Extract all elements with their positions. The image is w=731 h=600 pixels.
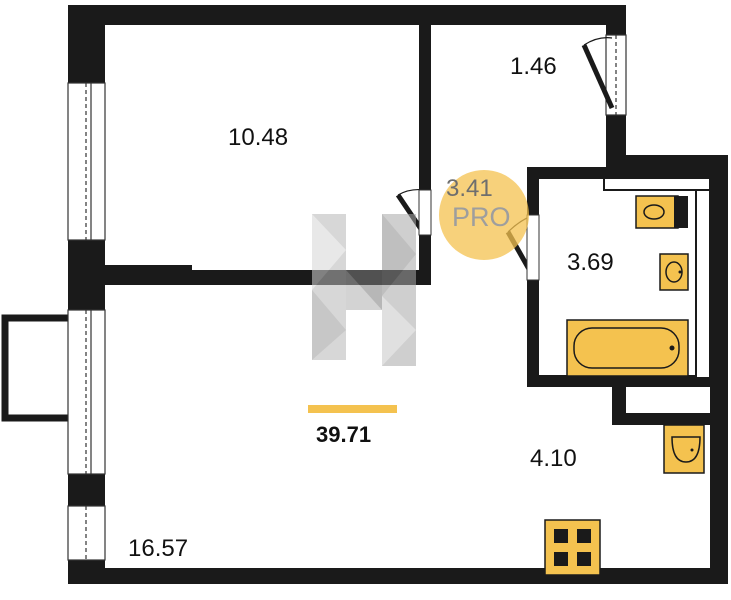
windows [67, 34, 627, 561]
wall-bath-top [527, 167, 717, 179]
window-living [67, 309, 106, 475]
balcony-outline [1, 314, 68, 422]
total-area: 39.71 [316, 422, 371, 447]
wall-right-step [606, 155, 728, 169]
wall-top [68, 5, 626, 25]
room-area-bedroom: 10.48 [228, 124, 288, 151]
room-area-bathroom: 3.69 [567, 249, 614, 276]
wall-bath-bottom [527, 375, 717, 387]
pro-badge-value: 3.41 [446, 175, 493, 202]
logo-watermark [312, 214, 416, 366]
door-closet [581, 37, 615, 110]
wall-bottom [68, 568, 728, 584]
wall-niche-bottom [612, 413, 728, 425]
room-area-hallway: 4.10 [530, 445, 577, 472]
stove-icon [544, 519, 601, 576]
wall-right-upper-bottom [606, 115, 626, 167]
wall-right-upper-top [606, 5, 626, 35]
room-area-living: 16.57 [128, 535, 188, 562]
shaft-strip-right [695, 189, 711, 379]
wall-bath-left-lower [527, 280, 539, 385]
window-bedroom [67, 82, 106, 241]
wall-left-lower [68, 474, 105, 506]
wall-partition-vertical [419, 22, 431, 190]
total-area-accent-bar [308, 405, 397, 413]
wall-details [603, 177, 711, 379]
window-living-lower [67, 505, 106, 561]
wall-right-lower [710, 158, 728, 584]
hallway-sink-icon [663, 424, 705, 474]
wall-left-middle [68, 240, 105, 310]
toilet-icon [635, 195, 688, 229]
wall-bedroom-bottom-left [100, 265, 192, 285]
room-area-closet: 1.46 [510, 53, 557, 80]
bathtub-icon [566, 319, 689, 377]
sink-icon [659, 253, 689, 291]
window-closet [605, 34, 627, 116]
pro-badge-label: PRO [452, 202, 511, 232]
fixtures [544, 195, 705, 576]
pro-badge-circle [439, 170, 529, 260]
wall-left-upper [68, 5, 105, 83]
pro-badge: 3.41 PRO [439, 170, 529, 260]
wall-bath-left-upper [527, 167, 539, 215]
walls [1, 5, 728, 584]
shaft-strip-top [603, 177, 711, 191]
